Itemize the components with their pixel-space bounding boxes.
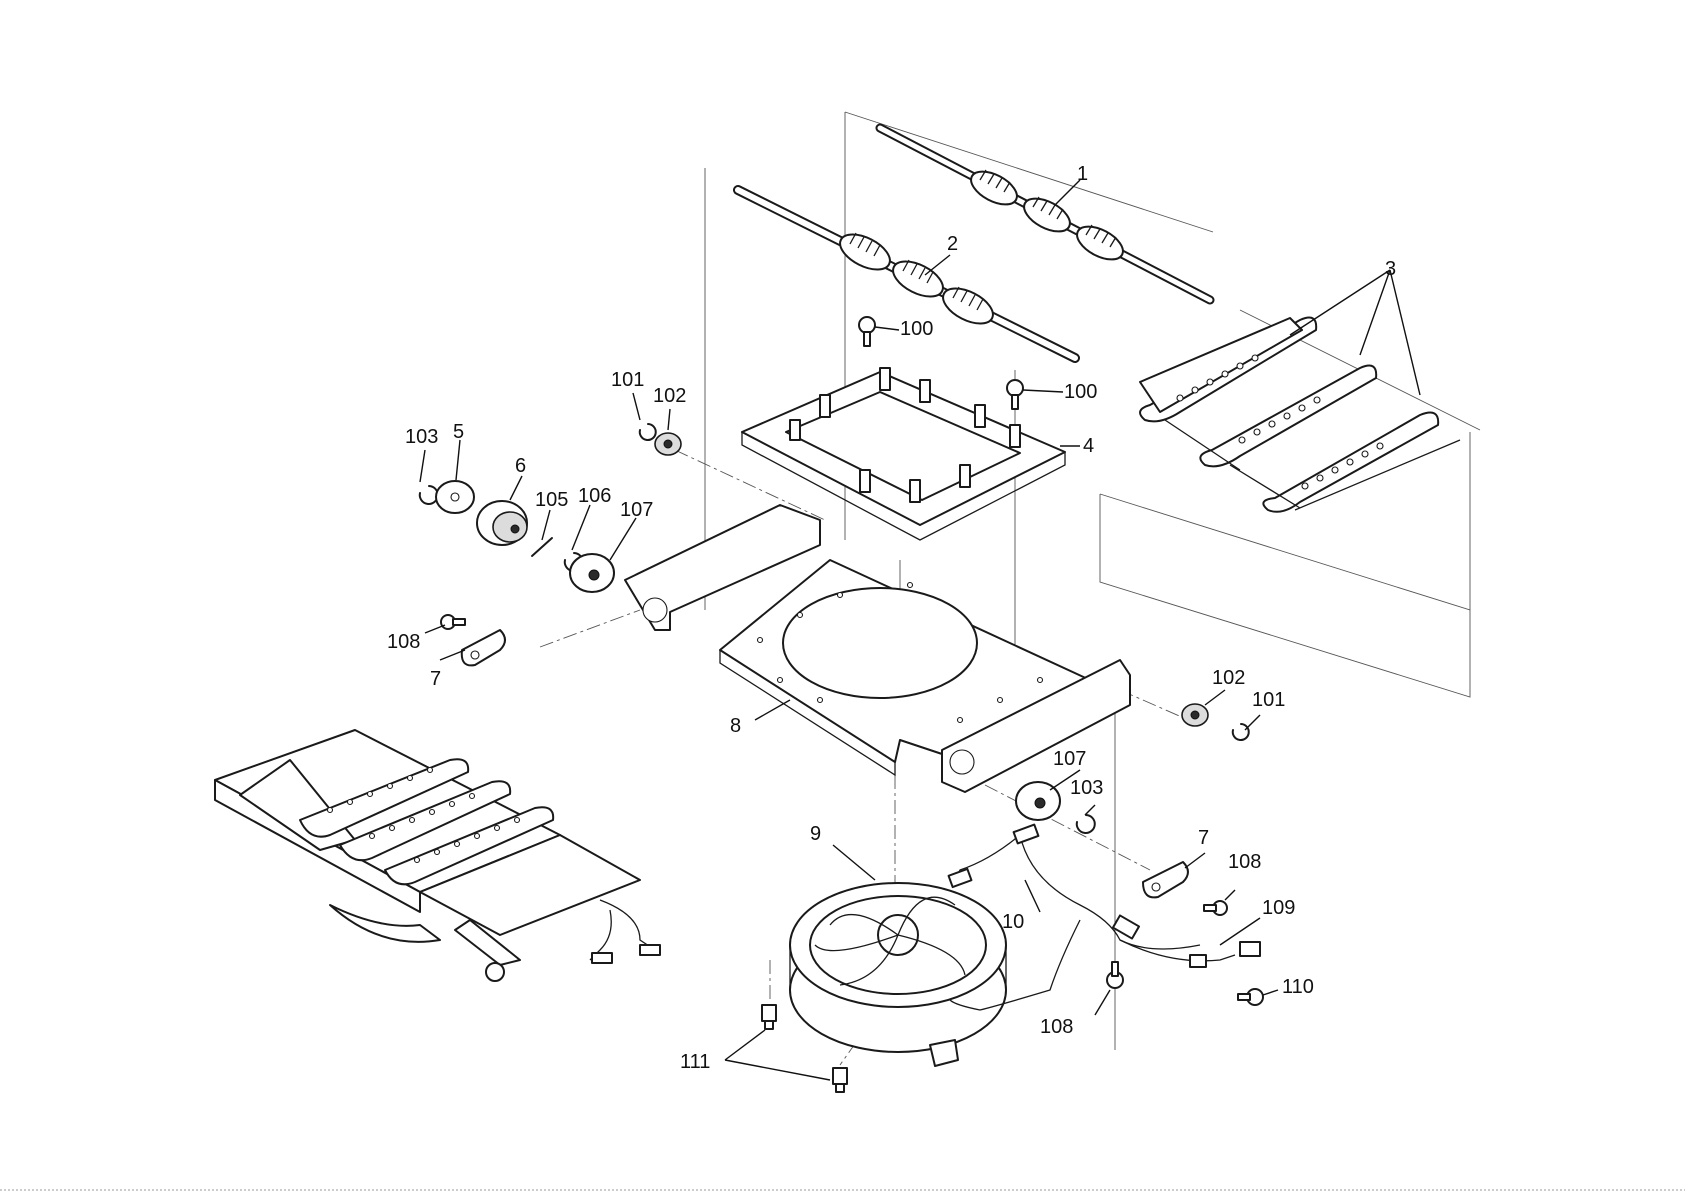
callout-105: 105 (535, 489, 568, 511)
callout-9: 9 (810, 823, 821, 845)
callout-2: 2 (947, 233, 958, 255)
callout-108b: 108 (1228, 851, 1261, 873)
callout-107b: 107 (1053, 748, 1086, 770)
callout-100a: 100 (900, 318, 933, 340)
callout-10: 10 (1002, 911, 1024, 933)
callout-4: 4 (1083, 435, 1094, 457)
callout-7a: 7 (430, 668, 441, 690)
callout-103a: 103 (405, 426, 438, 448)
assembled-transport-unit (215, 730, 660, 981)
callout-107a: 107 (620, 499, 653, 521)
transport-belt-set (1140, 318, 1460, 512)
callout-101a: 101 (611, 369, 644, 391)
callout-111: 111 (680, 1051, 710, 1073)
callout-102b: 102 (1212, 667, 1245, 689)
callout-109: 109 (1262, 897, 1295, 919)
callout-6: 6 (515, 455, 526, 477)
callout-101b: 101 (1252, 689, 1285, 711)
callout-102a: 102 (653, 385, 686, 407)
callout-103b: 103 (1070, 777, 1103, 799)
screw-100b (1007, 380, 1023, 409)
callout-108c: 108 (1040, 1016, 1073, 1038)
callout-100b: 100 (1064, 381, 1097, 403)
callout-8: 8 (730, 715, 741, 737)
callout-110: 110 (1282, 976, 1314, 998)
callout-106: 106 (578, 485, 611, 507)
callout-5: 5 (453, 421, 464, 443)
callout-3: 3 (1385, 258, 1396, 280)
callout-1: 1 (1077, 163, 1088, 185)
callout-7b: 7 (1198, 827, 1209, 849)
callout-108a: 108 (387, 631, 420, 653)
cooling-fan (790, 883, 1006, 1052)
screw-100a (859, 317, 875, 346)
